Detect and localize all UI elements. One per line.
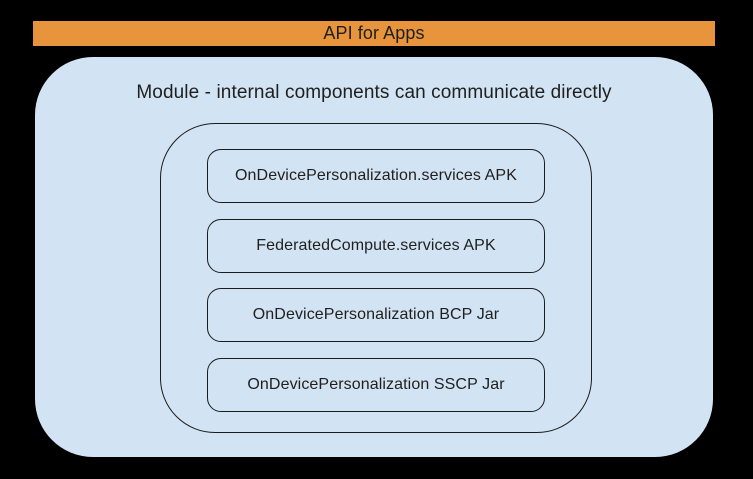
component-box-federatedcompute-services-apk: FederatedCompute.services APK (207, 218, 545, 273)
component-box-ondevicepersonalization-sscp-jar: OnDevicePersonalization SSCP Jar (207, 357, 545, 412)
api-for-apps-banner: API for Apps (33, 21, 715, 46)
component-box-ondevicepersonalization-services-apk: OnDevicePersonalization.services APK (207, 149, 545, 203)
module-inner-boundary: OnDevicePersonalization.services APK Fed… (160, 123, 592, 433)
module-title: Module - internal components can communi… (136, 82, 612, 103)
component-box-ondevicepersonalization-bcp-jar: OnDevicePersonalization BCP Jar (207, 288, 545, 343)
api-for-apps-label: API for Apps (323, 23, 425, 43)
module-container: Module - internal components can communi… (35, 57, 713, 457)
